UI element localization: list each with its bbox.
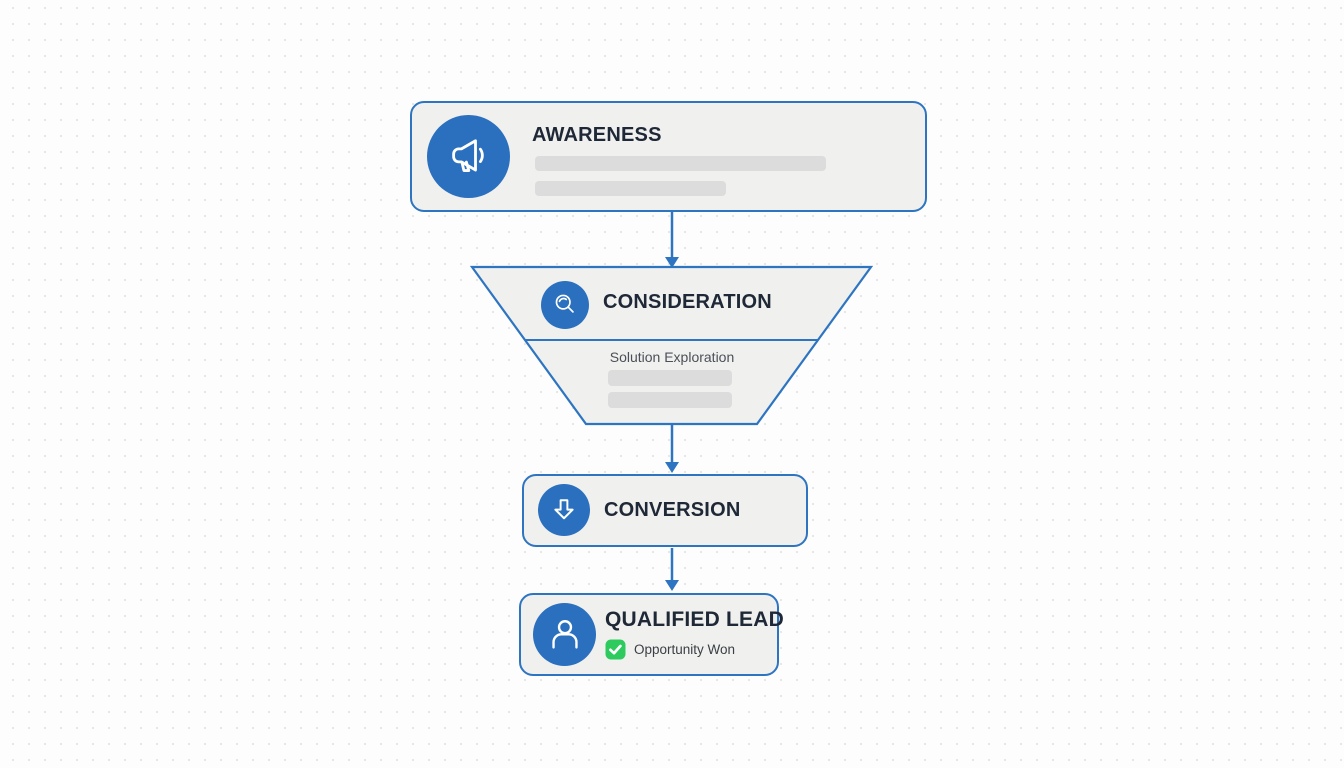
- search-icon: [541, 281, 589, 329]
- stage-qualified-lead-title: QUALIFIED LEAD: [605, 608, 784, 631]
- stage-qualified-lead[interactable]: QUALIFIED LEAD Opportunity Won: [519, 593, 784, 676]
- placeholder-bar: [608, 392, 732, 408]
- check-icon: [605, 639, 626, 660]
- arrow-down-icon: [538, 484, 590, 536]
- connector-arrow-2[interactable]: [665, 425, 679, 473]
- stage-consideration[interactable]: CONSIDERATION Solution Exploration: [472, 267, 871, 424]
- placeholder-bar: [535, 156, 826, 171]
- person-icon: [533, 603, 596, 666]
- connector-arrow-3[interactable]: [665, 548, 679, 591]
- stage-consideration-sublabel: Solution Exploration: [609, 349, 735, 365]
- stage-qualified-lead-status: Opportunity Won: [634, 642, 736, 657]
- stage-awareness-title: AWARENESS: [532, 124, 662, 146]
- megaphone-icon: [427, 115, 510, 198]
- stage-conversion-title: CONVERSION: [604, 499, 741, 521]
- stage-awareness[interactable]: AWARENESS: [410, 101, 927, 212]
- connector-arrow-1[interactable]: [665, 212, 679, 268]
- stage-consideration-title: CONSIDERATION: [603, 291, 772, 313]
- placeholder-bar: [608, 370, 732, 386]
- placeholder-bar: [535, 181, 726, 196]
- stage-conversion[interactable]: CONVERSION: [522, 474, 808, 547]
